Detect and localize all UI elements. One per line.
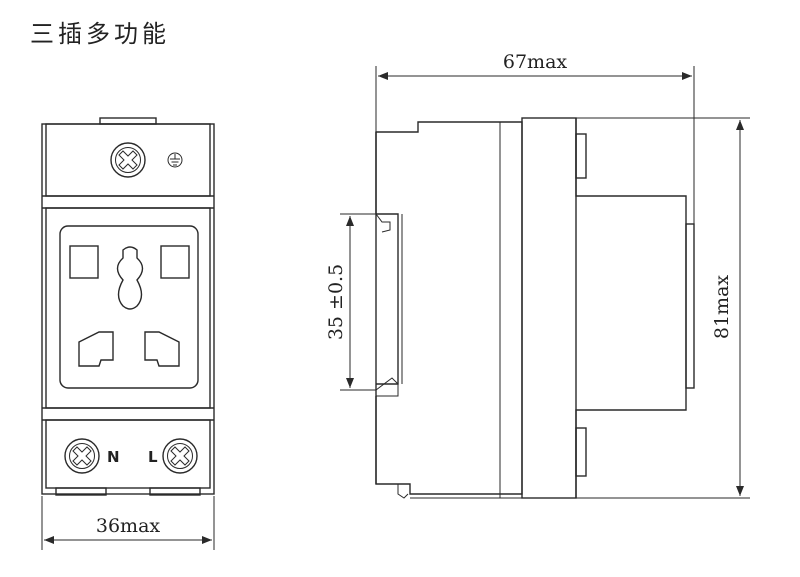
front-view: N L 36max <box>41 117 215 550</box>
depth-dimension-label: 67max <box>503 51 568 73</box>
ground-symbol-icon <box>167 152 183 168</box>
live-screw-icon <box>162 438 198 474</box>
rail-dimension-label: 35 ±0.5 <box>325 264 347 340</box>
side-view: 67max 81max 35 ±0.5 <box>325 51 750 499</box>
socket-face <box>59 225 199 389</box>
side-body-center <box>521 117 577 499</box>
neutral-label: N <box>107 448 120 466</box>
universal-pin-slot <box>116 246 144 310</box>
socket-profile <box>685 223 695 389</box>
height-dimension-label: 81max <box>711 275 733 340</box>
top-clip <box>99 117 157 125</box>
live-label: L <box>148 448 158 466</box>
ground-screw-icon <box>110 142 146 178</box>
right-pin-slot <box>144 331 180 367</box>
neutral-screw-icon <box>64 438 100 474</box>
left-pin-slot <box>78 331 114 367</box>
page-title: 三插多功能 <box>30 20 170 48</box>
width-dimension-label: 36max <box>96 515 161 537</box>
